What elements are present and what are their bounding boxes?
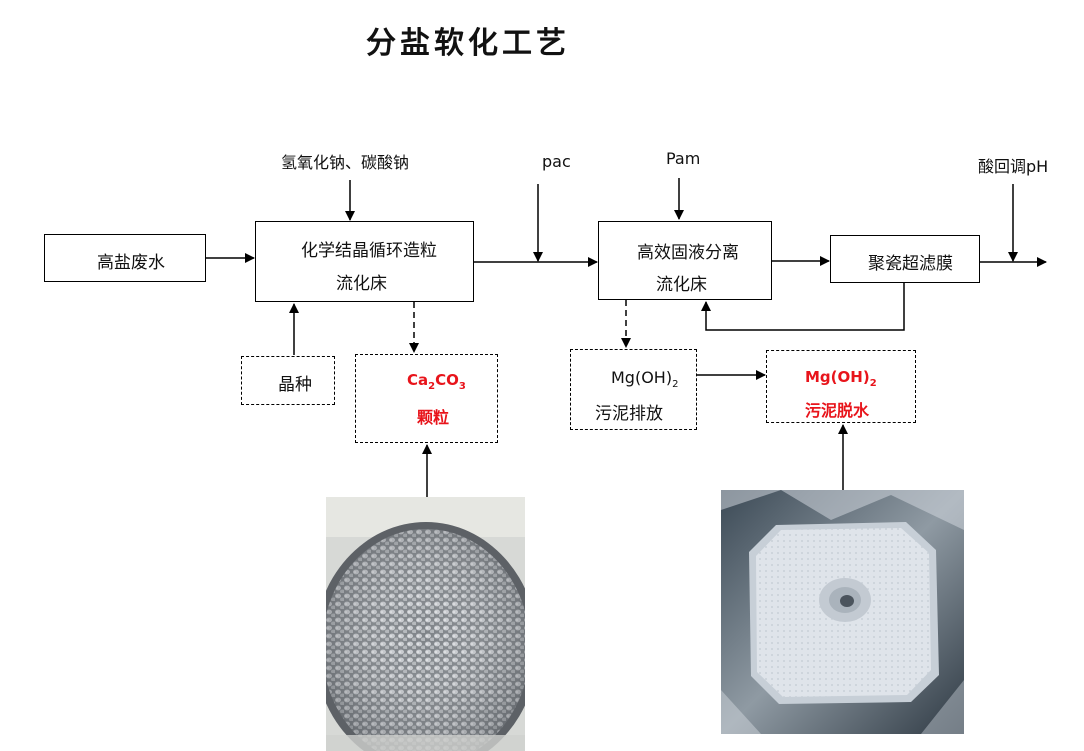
wastewater-box: 高盐废水	[44, 234, 206, 282]
label-acid-ph: 酸回调pH	[978, 157, 1049, 176]
page-title: 分盐软化工艺	[366, 26, 570, 61]
caco3-box: Ca2CO3 颗粒	[355, 354, 498, 443]
separator-line2: 流化床	[656, 275, 707, 295]
mgoh-dewater-box: Mg(OH)2 污泥脱水	[766, 350, 916, 423]
granules-photo	[326, 497, 525, 751]
label-chemicals: 氢氧化钠、碳酸钠	[281, 153, 410, 172]
seed-label: 晶种	[278, 375, 312, 395]
separator-box: 高效固液分离 流化床	[598, 221, 772, 300]
caco3-formula: Ca2CO3	[407, 371, 466, 392]
label-pac: pac	[542, 152, 571, 171]
mgoh-discharge-label: 污泥排放	[595, 404, 663, 424]
seed-box: 晶种	[241, 356, 335, 405]
ultrafiltration-box: 聚瓷超滤膜	[830, 235, 980, 283]
mgoh-dewater-label: 污泥脱水	[805, 401, 870, 420]
mgoh-discharge-box: Mg(OH)2 污泥排放	[570, 349, 697, 430]
separator-line1: 高效固液分离	[637, 243, 739, 263]
mgoh-dewater-formula: Mg(OH)2	[805, 368, 877, 389]
label-pam: Pam	[666, 149, 701, 168]
wastewater-label: 高盐废水	[97, 253, 165, 273]
fluidized-bed-box: 化学结晶循环造粒 流化床	[255, 221, 474, 302]
sludge-cake-photo	[721, 490, 964, 734]
recycle-line	[701, 283, 905, 331]
fluidized-bed-line1: 化学结晶循环造粒	[301, 241, 437, 261]
ultrafiltration-label: 聚瓷超滤膜	[868, 254, 953, 274]
caco3-label: 颗粒	[417, 408, 450, 427]
mgoh-discharge-formula: Mg(OH)2	[611, 368, 679, 391]
fluidized-bed-line2: 流化床	[336, 274, 387, 294]
